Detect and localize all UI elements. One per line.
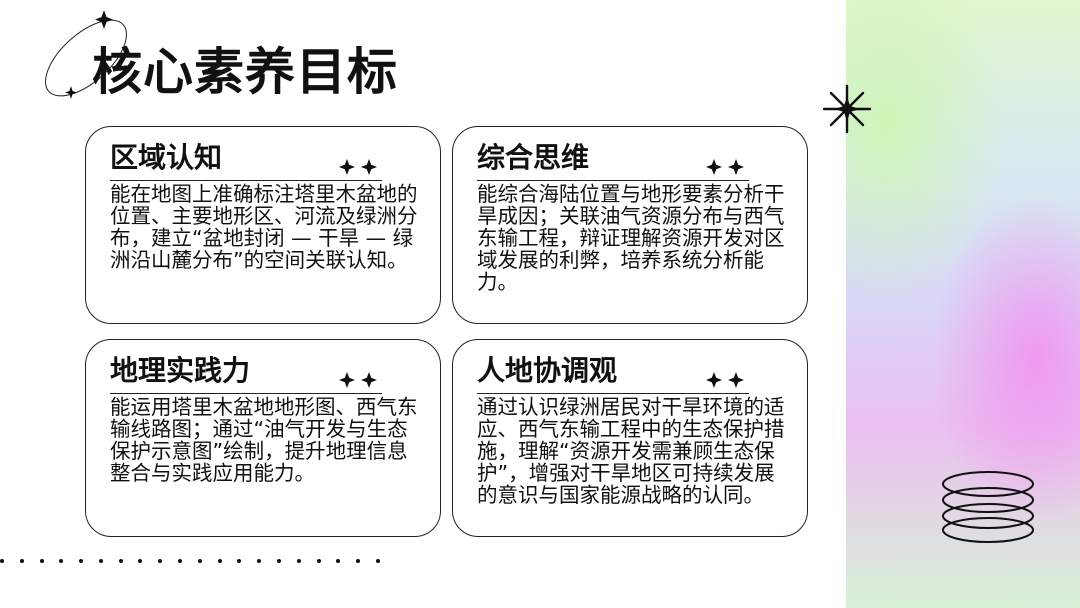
objective-card-regional-cognition: 区域认知 能在地图上准确标注塔里木盆地的位置、主要地形区、河流及绿洲分布，建立“… [85,126,441,324]
star-burst-icon [822,84,872,134]
card-divider [477,180,749,181]
card-body: 能在地图上准确标注塔里木盆地的位置、主要地形区、河流及绿洲分布，建立“盆地封闭 … [110,182,418,272]
sparkle-pair-icon [339,372,377,388]
objective-card-geographic-practice: 地理实践力 能运用塔里木盆地地形图、西气东输线路图；通过“油气开发与生态保护示意… [85,339,441,537]
sparkle-pair-icon [339,159,377,175]
card-body: 能运用塔里木盆地地形图、西气东输线路图；通过“油气开发与生态保护示意图”绘制，提… [110,395,418,485]
card-title: 人地协调观 [477,354,618,387]
card-divider [110,180,382,181]
sparkle-pair-icon [706,372,744,388]
card-body: 通过认识绿洲居民对干旱环境的适应、西气东输工程中的生态保护措施，理解“资源开发需… [477,395,785,507]
card-title: 区域认知 [110,141,223,174]
card-divider [110,393,382,394]
card-body: 能综合海陆位置与地形要素分析干旱成因；关联油气资源分布与西气东输工程，辩证理解资… [477,182,785,294]
orbit-sparkle-icon [45,10,127,99]
objective-card-human-land-harmony: 人地协调观 通过认识绿洲居民对干旱环境的适应、西气东输工程中的生态保护措施，理解… [452,339,808,537]
card-divider [477,393,749,394]
objective-card-integrated-thinking: 综合思维 能综合海陆位置与地形要素分析干旱成因；关联油气资源分布与西气东输工程，… [452,126,808,324]
card-title: 综合思维 [477,141,590,174]
rings-icon [942,471,1034,543]
dot-row [0,554,380,568]
page-title: 核心素养目标 [92,43,398,101]
sparkle-pair-icon [706,159,744,175]
card-title: 地理实践力 [110,354,251,387]
